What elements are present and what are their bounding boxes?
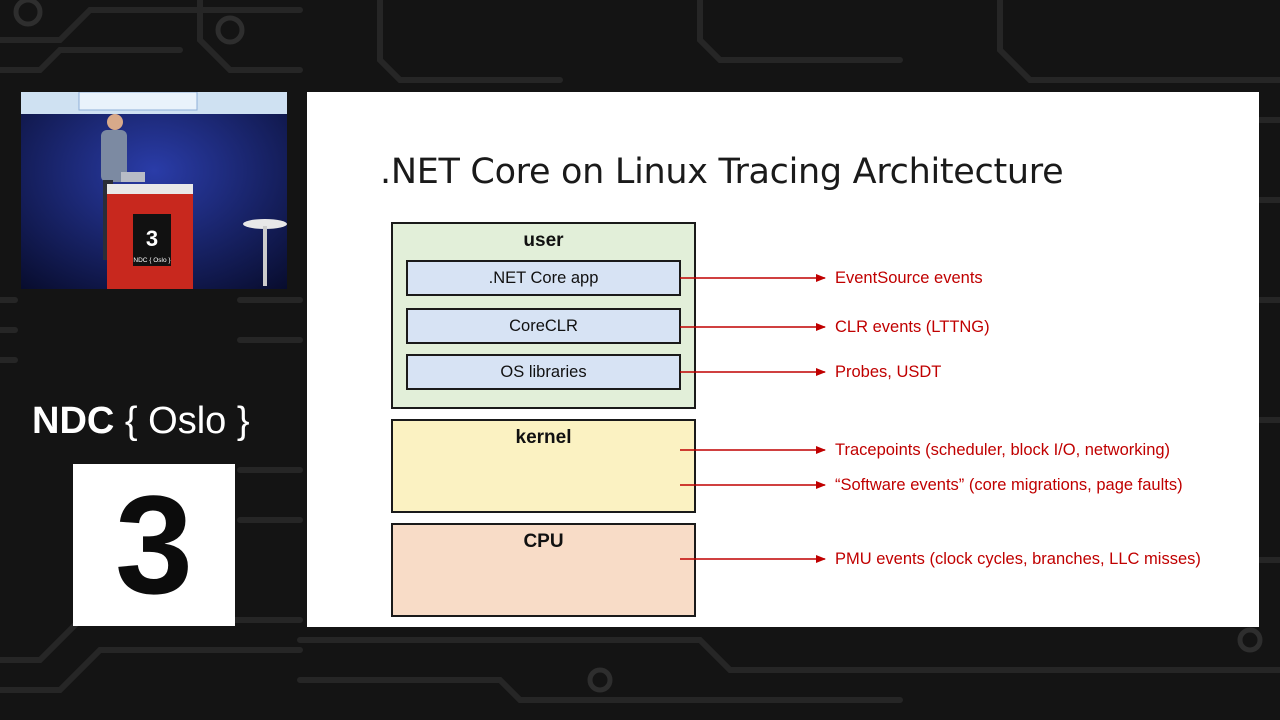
podium-brand: NDC { Oslo } (133, 257, 171, 264)
room-number-badge: 3 (73, 464, 235, 626)
pmu-events-label: PMU events (clock cycles, branches, LLC … (835, 550, 1201, 568)
cpu-layer-label: CPU (523, 531, 564, 552)
ndc-wordmark: NDC (32, 400, 115, 442)
user-layer-box: user .NET Core app CoreCLR OS libraries (391, 222, 696, 409)
ndc-oslo-logo: NDC { Oslo } (32, 396, 282, 446)
slide-title: .NET Core on Linux Tracing Architecture (380, 152, 1064, 192)
user-layer-label: user (523, 230, 564, 251)
event-arrows (680, 274, 826, 563)
clr-events-label: CLR events (LTTNG) (835, 318, 990, 336)
podium-room-number: 3 (146, 226, 158, 251)
tracepoints-label: Tracepoints (scheduler, block I/O, netwo… (835, 441, 1171, 459)
software-events-label: “Software events” (core migrations, page… (835, 476, 1183, 494)
presentation-slide: .NET Core on Linux Tracing Architecture … (307, 92, 1259, 627)
eventsource-events-label: EventSource events (835, 269, 983, 287)
os-libraries-box: OS libraries (406, 354, 681, 390)
cpu-layer-box: CPU (391, 523, 696, 617)
speaker-video: 3 NDC { Oslo } (21, 92, 287, 289)
oslo-wordmark: { Oslo } (124, 400, 250, 442)
kernel-layer-box: kernel (391, 419, 696, 513)
kernel-layer-label: kernel (515, 427, 572, 448)
probes-usdt-label: Probes, USDT (835, 363, 942, 381)
dotnet-core-app-box: .NET Core app (406, 260, 681, 296)
coreclr-box: CoreCLR (406, 308, 681, 344)
